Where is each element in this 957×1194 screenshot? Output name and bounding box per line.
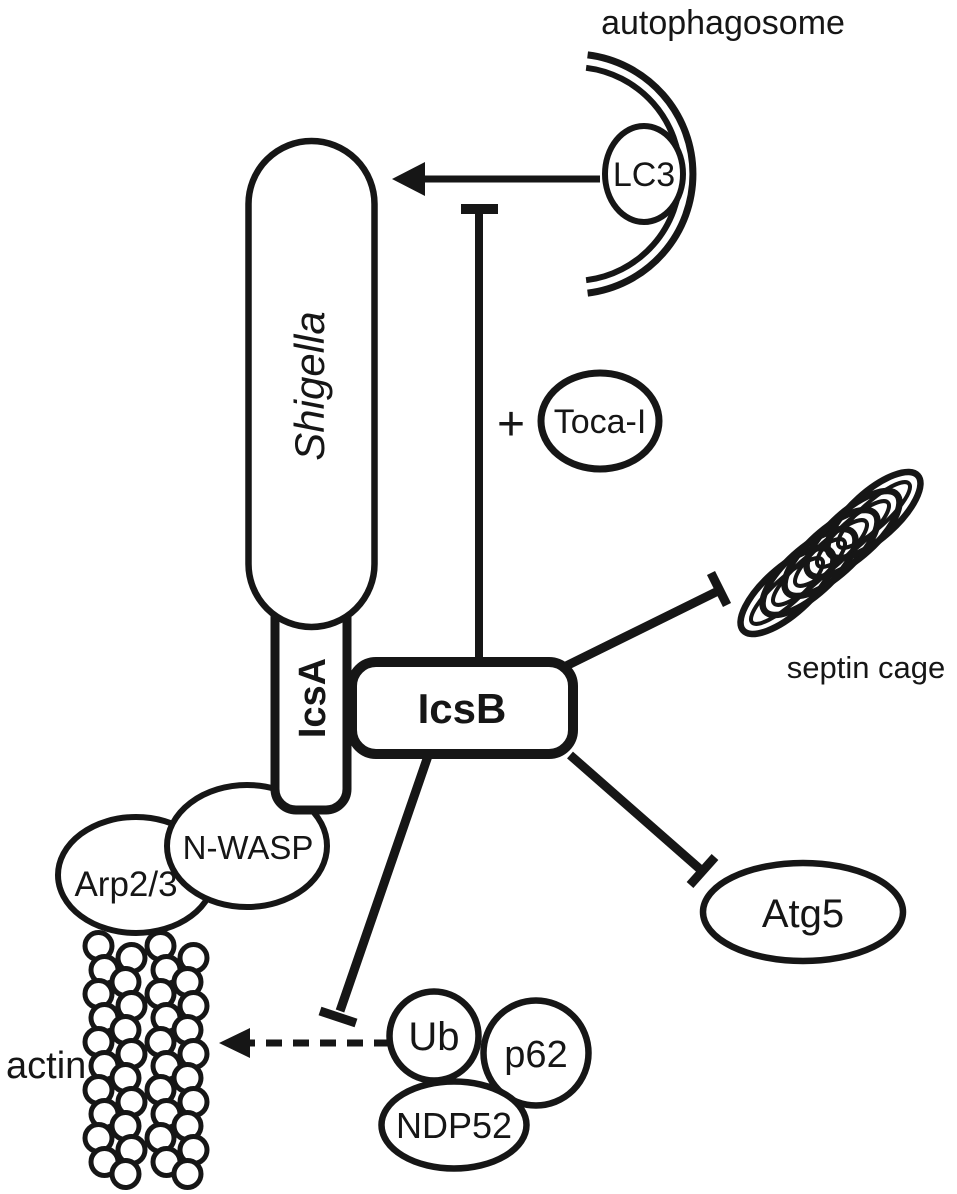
icsb-inhibits-ub-line <box>318 754 433 1028</box>
toca-node <box>537 369 663 473</box>
actin-label: actin <box>6 1045 86 1087</box>
icsb-node <box>347 657 578 759</box>
atg5-label: Atg5 <box>762 892 844 936</box>
plus-sign: + <box>497 398 525 451</box>
atg5-node <box>699 859 907 965</box>
icsb-inhibits-lc3-line <box>461 204 498 663</box>
autophagosome-outer-arc <box>587 51 697 297</box>
p62-node <box>480 997 592 1109</box>
nwasp-label: N-WASP <box>183 829 314 866</box>
inhibit-shaft <box>567 751 704 874</box>
septin-cage-coil <box>737 468 924 638</box>
autophagosome-label: autophagosome <box>601 4 845 42</box>
icsb-label: IcsB <box>418 685 507 732</box>
actin-bead <box>171 1158 204 1190</box>
septin-cage-label: septin cage <box>787 650 946 685</box>
arp23-label: Arp2/3 <box>74 865 177 904</box>
lc3-node <box>602 123 686 225</box>
ub-label: Ub <box>408 1015 459 1059</box>
inhibit-bar-icon <box>706 570 732 608</box>
lc3-label: LC3 <box>613 156 675 194</box>
nwasp-node <box>164 782 330 910</box>
inhibit-bar-icon <box>686 854 719 888</box>
p62-label: p62 <box>504 1034 567 1076</box>
shigella-node <box>245 137 378 631</box>
arrow-head-icon <box>392 162 425 196</box>
inhibit-shaft <box>335 754 433 1013</box>
actin-bead <box>109 1158 142 1190</box>
arrow-head-icon <box>219 1028 250 1058</box>
inhibit-shaft <box>560 587 718 673</box>
actin-filaments <box>82 930 210 1190</box>
ub-to-actin-dashed-arrow <box>219 1028 390 1058</box>
toca-label: Toca-I <box>554 403 647 441</box>
lc3-to-shigella-arrow <box>392 162 600 196</box>
ndp52-node <box>378 1078 530 1172</box>
shigella-label: Shigella <box>286 311 333 460</box>
ndp52-label: NDP52 <box>396 1105 512 1146</box>
icsa-label: IcsA <box>292 658 334 738</box>
icsb-inhibits-atg5-line <box>567 751 719 888</box>
icsb-inhibits-septin-line <box>560 570 732 673</box>
inhibit-bar-icon <box>318 1006 358 1028</box>
